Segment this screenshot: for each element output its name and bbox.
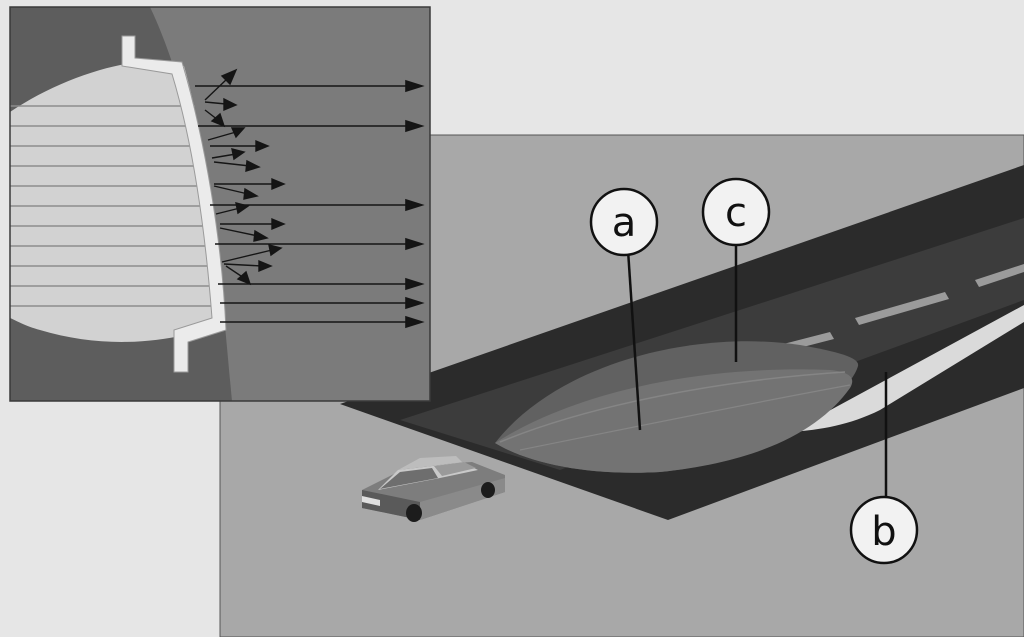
lens-body xyxy=(10,62,222,342)
car-icon xyxy=(362,456,505,522)
callout-c-label: c xyxy=(725,190,747,236)
beam-inner-line xyxy=(499,371,846,443)
arrow-head xyxy=(405,237,425,251)
scattered-rays xyxy=(204,68,286,286)
ray-arrow xyxy=(204,101,227,105)
arrow-head xyxy=(223,97,238,112)
arrow-head xyxy=(230,127,246,139)
arrow-head xyxy=(235,202,250,215)
beam-inner-line xyxy=(519,384,851,451)
headlight-inset xyxy=(9,6,431,402)
callout-b-label: b xyxy=(871,509,896,555)
arrow-head xyxy=(405,315,425,329)
inset-border xyxy=(9,6,431,402)
ray-arrow xyxy=(213,161,251,167)
beam-a xyxy=(495,369,853,473)
arrow-head xyxy=(271,217,286,231)
arrow-head xyxy=(245,159,261,172)
callout-c-circle xyxy=(701,177,771,247)
arrow-head xyxy=(271,177,286,191)
beam-b xyxy=(790,305,1024,432)
arrow-head xyxy=(220,68,238,86)
ray-arrow xyxy=(211,153,237,159)
arrow-head xyxy=(405,119,425,133)
ray-arrow xyxy=(213,185,249,195)
arrow-head xyxy=(236,270,252,286)
ray-arrow xyxy=(223,263,263,267)
arrow-head xyxy=(258,259,273,273)
ray-arrow xyxy=(204,77,229,101)
callout-b-circle xyxy=(849,495,919,565)
arrow-head xyxy=(405,277,425,291)
callout-a-label: a xyxy=(612,200,637,246)
arrow-head xyxy=(210,112,226,128)
callouts: a c b xyxy=(589,177,919,565)
arrow-head xyxy=(231,148,246,161)
reflector-edge xyxy=(121,35,227,373)
ray-arrow xyxy=(219,227,259,237)
lane-marking xyxy=(855,292,949,325)
arrow-head xyxy=(405,79,425,93)
callout-a-circle xyxy=(589,187,659,257)
arrow-head xyxy=(405,296,425,310)
ray-arrow xyxy=(221,249,273,263)
arrow-head xyxy=(405,198,425,212)
callout-a-leader xyxy=(626,249,642,431)
arrow-head xyxy=(253,229,269,242)
lane-marking xyxy=(975,264,1024,287)
arrow-head xyxy=(268,244,283,257)
ray-arrow xyxy=(207,131,237,141)
internal-rays xyxy=(10,105,219,307)
ray-arrow xyxy=(215,207,241,215)
arrow-head xyxy=(255,139,270,153)
arrow-head xyxy=(243,187,259,200)
